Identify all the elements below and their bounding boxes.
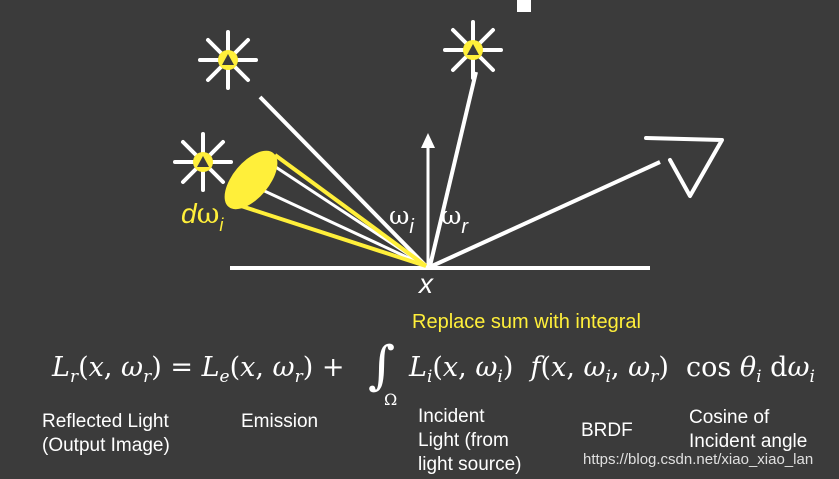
d-omega-i-label: dωi: [181, 197, 224, 235]
label-emission: Emission: [241, 411, 319, 432]
light-source-icon-left: [173, 132, 233, 192]
light-source-icon-upper-left: [198, 30, 258, 90]
integral-sign: ∫: [368, 336, 396, 396]
point-x-label: x: [419, 268, 433, 299]
cone-edge-yellow-top: [273, 153, 428, 268]
title-fragment: [517, 0, 531, 12]
watermark-url: https://blog.csdn.net/xiao_xiao_lan: [583, 451, 814, 468]
incoming-ray-top: [428, 71, 478, 267]
integral-domain: Ω: [384, 390, 398, 409]
rendering-equation-rhs: Li(x, ωi) f(x, ωi, ωr) cos θi dωi: [409, 352, 815, 387]
normal-arrowhead: [421, 133, 435, 148]
cone-edge-yellow-bottom: [237, 203, 427, 268]
label-reflected-light: Reflected Light(Output Image): [42, 411, 170, 456]
rendering-equation: Lr(x, ωr) = Le(x, ωr) +: [52, 352, 345, 387]
cone-edge-middle: [257, 186, 427, 268]
label-brdf: BRDF: [581, 420, 633, 441]
caption-replace-sum: Replace sum with integral: [412, 311, 641, 333]
omega-i-label: ωi: [389, 201, 414, 238]
incoming-ray-upper-left: [258, 95, 428, 268]
eye-icon: [644, 136, 724, 198]
omega-r-label: ωr: [441, 201, 469, 238]
solid-angle-patch: [224, 150, 278, 210]
light-source-icon-top: [443, 20, 503, 80]
outgoing-ray: [431, 160, 661, 268]
